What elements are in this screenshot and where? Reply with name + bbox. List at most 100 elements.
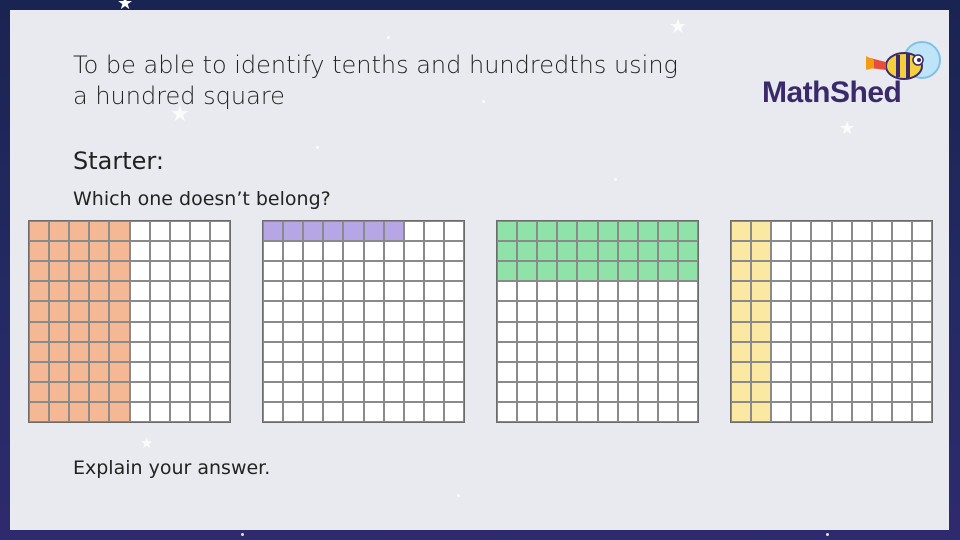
grid-cell — [537, 381, 558, 402]
shaded-cell — [69, 401, 90, 422]
grid-cell — [343, 381, 364, 402]
grid-cell — [831, 221, 852, 242]
grid-cell — [149, 261, 170, 282]
grid-cell — [577, 301, 598, 322]
shaded-cell — [537, 261, 558, 282]
grid-cell — [891, 261, 912, 282]
grid-cell — [851, 221, 872, 242]
shaded-cell — [597, 221, 618, 242]
shaded-cell — [109, 301, 130, 322]
grid-cell — [497, 381, 518, 402]
shaded-cell — [49, 381, 70, 402]
grid-cell — [911, 261, 932, 282]
grid-cell — [423, 401, 444, 422]
grid-cell — [189, 281, 210, 302]
shaded-cell — [731, 261, 752, 282]
grid-cell — [403, 281, 424, 302]
grid-cell — [169, 281, 190, 302]
grid-cell — [577, 341, 598, 362]
shaded-cell — [597, 261, 618, 282]
grid-cell — [303, 341, 324, 362]
grid-cell — [891, 241, 912, 262]
shaded-cell — [89, 241, 110, 262]
grid-cell — [283, 281, 304, 302]
shaded-cell — [751, 401, 772, 422]
grid-cell — [303, 381, 324, 402]
grid-cell — [383, 341, 404, 362]
shaded-cell — [617, 261, 638, 282]
grid-cell — [129, 221, 150, 242]
shaded-cell — [29, 381, 50, 402]
grid-cell — [129, 281, 150, 302]
grid-cell — [209, 341, 230, 362]
grid-cell — [497, 361, 518, 382]
grid-cell — [811, 381, 832, 402]
grid-cell — [343, 341, 364, 362]
grid-cell — [283, 361, 304, 382]
grid-cell — [149, 281, 170, 302]
grid-cell — [383, 281, 404, 302]
shaded-cell — [343, 221, 364, 242]
grid-cell — [557, 401, 578, 422]
grid-cell — [677, 401, 698, 422]
grid-cell — [517, 361, 538, 382]
grid-cell — [283, 241, 304, 262]
grid-cell — [263, 341, 284, 362]
grid-cell — [637, 361, 658, 382]
grid-cell — [831, 321, 852, 342]
grid-cell — [891, 341, 912, 362]
shaded-cell — [751, 341, 772, 362]
shaded-cell — [69, 381, 90, 402]
grid-cell — [443, 261, 464, 282]
shaded-cell — [617, 241, 638, 262]
grid-cell — [363, 321, 384, 342]
grid-cell — [323, 381, 344, 402]
shaded-cell — [617, 221, 638, 242]
grid-cell — [871, 261, 892, 282]
grid-cell — [189, 241, 210, 262]
shaded-cell — [69, 361, 90, 382]
grid-cell — [323, 261, 344, 282]
grid-cell — [891, 281, 912, 302]
grid-cell — [657, 341, 678, 362]
grid-cell — [791, 321, 812, 342]
grid-cell — [851, 281, 872, 302]
grid-cell — [423, 241, 444, 262]
grid-cell — [149, 361, 170, 382]
grid-cell — [851, 361, 872, 382]
shaded-cell — [49, 401, 70, 422]
grid-cell — [577, 281, 598, 302]
grid-cell — [343, 301, 364, 322]
shaded-cell — [89, 281, 110, 302]
grid-cell — [189, 321, 210, 342]
starter-heading: Starter: — [73, 147, 164, 175]
grid-cell — [323, 361, 344, 382]
grid-cell — [263, 381, 284, 402]
grid-cell — [423, 221, 444, 242]
grid-cell — [871, 361, 892, 382]
shaded-cell — [731, 401, 752, 422]
shaded-cell — [751, 221, 772, 242]
logo-wordmark: MathShed — [762, 76, 902, 109]
shaded-cell — [29, 281, 50, 302]
grid-cell — [537, 301, 558, 322]
grid-cell — [537, 281, 558, 302]
grid-cell — [791, 301, 812, 322]
grid-cell — [129, 301, 150, 322]
grid-cell — [811, 261, 832, 282]
grid-cell — [403, 401, 424, 422]
grid-cell — [811, 241, 832, 262]
question-text: Which one doesn’t belong? — [73, 188, 331, 210]
grid-cell — [149, 301, 170, 322]
grid-cell — [129, 261, 150, 282]
grid-cell — [443, 401, 464, 422]
grid-cell — [517, 281, 538, 302]
grid-cell — [537, 361, 558, 382]
grid-cell — [811, 321, 832, 342]
grid-cell — [851, 341, 872, 362]
grid-cell — [443, 241, 464, 262]
shaded-cell — [557, 261, 578, 282]
grid-cell — [637, 321, 658, 342]
grid-cell — [771, 281, 792, 302]
grid-cell — [129, 341, 150, 362]
